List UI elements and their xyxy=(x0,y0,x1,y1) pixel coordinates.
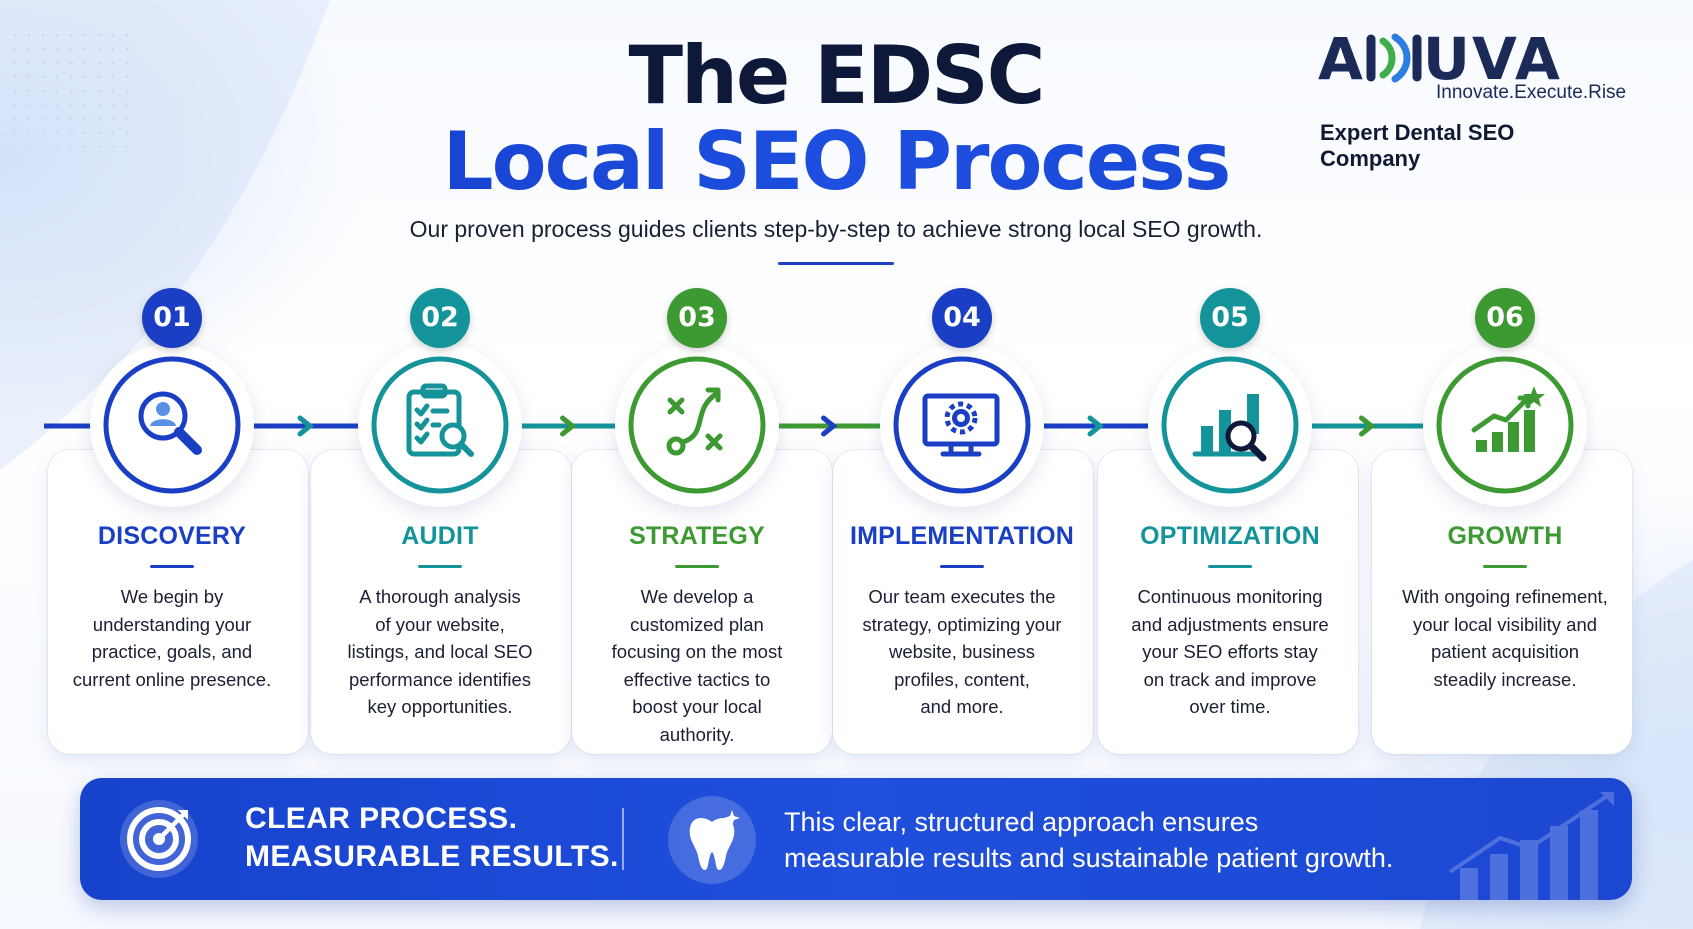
step-icon-ring xyxy=(369,354,511,496)
logo-letters-uva: UVA xyxy=(1422,25,1562,93)
title-divider xyxy=(778,262,894,265)
banner-headline-line1: CLEAR PROCESS. xyxy=(245,802,518,835)
page-subtitle: Our proven process guides clients step-b… xyxy=(409,216,1263,242)
step-icon-ring xyxy=(1159,354,1301,496)
logo-wordmark: A UVA xyxy=(1318,30,1562,88)
logo-n-mark-icon xyxy=(1365,30,1423,88)
step-description-line: profiles, content, xyxy=(894,668,1030,690)
step-description-line: performance identifies xyxy=(348,668,531,690)
step-title-divider xyxy=(1483,565,1527,568)
banner-divider xyxy=(622,808,624,870)
step-description-line: boost your local xyxy=(632,696,762,717)
step-title-divider xyxy=(418,565,462,568)
step-title-divider xyxy=(150,565,194,568)
dot-pattern xyxy=(8,28,128,148)
step-icon-ring xyxy=(101,354,243,496)
step-icon-ring xyxy=(891,354,1033,496)
summary-banner: CLEAR PROCESS. MEASURABLE RESULTS. This … xyxy=(80,778,1632,900)
banner-headline: CLEAR PROCESS. MEASURABLE RESULTS. xyxy=(245,800,619,876)
step-title-divider xyxy=(1208,565,1252,568)
timeline-arrow-icon xyxy=(297,415,315,437)
step-description: A thorough analysis of your website, listi… xyxy=(310,583,570,721)
step-description-line: strategy, optimizing your xyxy=(862,613,1062,635)
banner-description-line2: measurable results and sustainable patie… xyxy=(784,843,1394,873)
page-title-line2: Local SEO Process xyxy=(0,122,1672,202)
banner-description-line1: This clear, structured approach ensures xyxy=(784,807,1259,837)
tooth-icon-badge xyxy=(668,796,756,884)
step-title-divider xyxy=(940,565,984,568)
target-icon xyxy=(120,800,198,878)
tooth-icon xyxy=(689,810,740,870)
decorative-growth-chart-icon xyxy=(1448,792,1614,900)
step-description-line: A thorough analysis xyxy=(359,586,521,607)
step-description-line: of your website, xyxy=(375,613,505,635)
step-description-line: over time. xyxy=(1189,696,1271,717)
step-title: GROWTH xyxy=(1447,522,1563,550)
step-description-line: website, business xyxy=(888,641,1036,662)
step-description-line: listings, and local SEO xyxy=(347,641,533,662)
step-description-line: practice, goals, and xyxy=(91,641,253,662)
strategy-play-icon xyxy=(628,356,766,494)
step-description: Our team executes the strategy, optimizin… xyxy=(832,583,1092,721)
growth-star-icon xyxy=(1436,356,1574,494)
step-description-line: and more. xyxy=(920,696,1004,717)
step-description-line: Continuous monitoring xyxy=(1137,586,1323,607)
step-description-line: and adjustments ensure xyxy=(1131,613,1329,635)
step-description: We develop a customized plan focusing on t… xyxy=(567,583,827,748)
step-icon-ring xyxy=(1434,354,1576,496)
step-description-line: authority. xyxy=(659,723,735,745)
logo-letter-a: A xyxy=(1318,25,1365,93)
step-title: IMPLEMENTATION xyxy=(849,522,1075,550)
step-description-line: your local visibility and xyxy=(1412,613,1598,635)
step-description-line: key opportunities. xyxy=(367,696,513,717)
timeline-arrow-icon xyxy=(821,415,838,437)
step-description-line: on track and improve xyxy=(1143,668,1317,690)
step-title: DISCOVERY xyxy=(97,522,247,550)
timeline-arrow-icon xyxy=(560,415,577,437)
timeline-arrow-icon xyxy=(1359,415,1376,437)
step-title-divider xyxy=(675,565,719,568)
timeline-connector xyxy=(44,415,1425,437)
step-icon-ring xyxy=(626,354,768,496)
logo-tagline: Innovate.Execute.Rise xyxy=(1436,82,1627,103)
brand-logo: A UVA Innovate.Execute.Rise xyxy=(1318,30,1626,150)
step-description-line: We begin by xyxy=(120,586,224,607)
clipboard-audit-icon xyxy=(371,356,509,494)
step-description-line: Our team executes the xyxy=(868,586,1056,607)
search-user-icon xyxy=(103,356,241,494)
step-description-line: understanding your xyxy=(92,613,252,635)
step-description: Continuous monitoring and adjustments ens… xyxy=(1100,583,1360,721)
step-title: STRATEGY xyxy=(629,522,765,550)
banner-headline-line2: MEASURABLE RESULTS. xyxy=(245,840,619,873)
step-description-line: focusing on the most xyxy=(611,641,783,662)
step-number-badge: 01 xyxy=(142,288,202,348)
banner-description: This clear, structured approach ensures … xyxy=(784,804,1393,876)
step-number-badge: 02 xyxy=(410,288,470,348)
step-description-line: effective tactics to xyxy=(623,668,771,690)
step-description-line: your SEO efforts stay xyxy=(1142,641,1318,662)
step-description-line: current online presence. xyxy=(72,668,272,690)
step-description: We begin by understanding your practice, g… xyxy=(42,583,302,693)
step-description-line: patient acquisition xyxy=(1430,641,1580,662)
step-description-line: We develop a xyxy=(640,586,754,607)
company-name: Expert Dental SEO Company xyxy=(1320,120,1515,171)
step-description: With ongoing refinement, your local visib… xyxy=(1375,583,1635,693)
chart-magnifier-icon xyxy=(1161,356,1299,494)
step-description-line: customized plan xyxy=(630,613,764,635)
step-description-line: With ongoing refinement, xyxy=(1402,586,1608,607)
step-number-badge: 06 xyxy=(1475,288,1535,348)
step-number-badge: 05 xyxy=(1200,288,1260,348)
step-description-line: steadily increase. xyxy=(1433,668,1577,690)
page-title-line1: The EDSC xyxy=(628,29,1045,122)
step-title: AUDIT xyxy=(401,522,479,550)
step-number-badge: 03 xyxy=(667,288,727,348)
timeline-arrow-icon xyxy=(1087,415,1105,437)
step-title: OPTIMIZATION xyxy=(1140,522,1320,550)
monitor-gear-icon xyxy=(893,356,1031,494)
step-number-badge: 04 xyxy=(932,288,992,348)
